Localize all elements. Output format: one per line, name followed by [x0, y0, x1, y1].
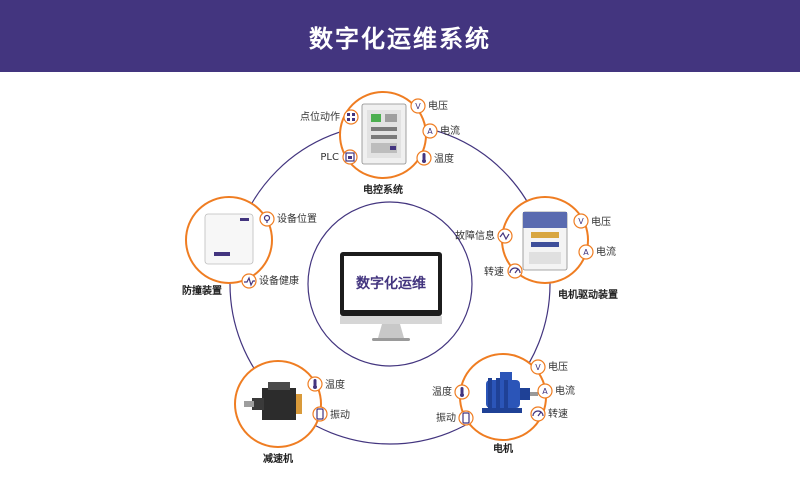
point-action-icon: [343, 109, 359, 125]
control-tag-temperature: 温度: [434, 152, 454, 165]
reducer-node: [234, 360, 322, 448]
center-label: 数字化运维: [356, 275, 426, 292]
anti-tag-health: 设备健康: [259, 274, 299, 287]
temperature-icon: [454, 384, 470, 400]
drive-tag-voltage: 电压: [591, 215, 611, 228]
svg-text:A: A: [542, 387, 548, 396]
anti-collision-label: 防撞装置: [182, 284, 222, 297]
reducer-label: 减速机: [263, 452, 293, 465]
motor-label: 电机: [493, 442, 513, 455]
location-icon: [259, 211, 275, 227]
page-title: 数字化运维系统: [309, 24, 491, 53]
control-system-label: 电控系统: [363, 183, 403, 196]
vibration-icon: [458, 410, 474, 426]
svg-text:V: V: [535, 363, 541, 372]
motor-drive-node: [501, 196, 589, 284]
motor-tag-current: 电流: [555, 384, 575, 397]
reducer-tag-vibration: 振动: [330, 408, 350, 421]
svg-text:A: A: [427, 127, 433, 136]
motor-node: [459, 353, 547, 441]
motor-drive-label: 电机驱动装置: [558, 288, 618, 301]
drive-tag-speed: 转速: [484, 265, 504, 278]
control-tag-point-action: 点位动作: [300, 110, 340, 123]
svg-text:A: A: [583, 248, 589, 257]
voltage-icon: V: [410, 98, 426, 114]
plc-icon: [342, 149, 358, 165]
control-tag-current: 电流: [440, 124, 460, 137]
fault-info-icon: [497, 228, 513, 244]
speed-icon: [507, 263, 523, 279]
temperature-icon: [416, 150, 432, 166]
motor-tag-temperature: 温度: [432, 385, 452, 398]
speed-icon: [530, 406, 546, 422]
control-tag-voltage: 电压: [428, 99, 448, 112]
drive-tag-current: 电流: [596, 245, 616, 258]
svg-text:V: V: [578, 217, 584, 226]
reducer-tag-temperature: 温度: [325, 378, 345, 391]
monitor-illustration: [340, 252, 442, 341]
control-system-node: [339, 91, 427, 179]
voltage-icon: V: [530, 359, 546, 375]
vibration-icon: [312, 406, 328, 422]
motor-tag-vibration: 振动: [436, 411, 456, 424]
temperature-icon: [307, 376, 323, 392]
anti-tag-location: 设备位置: [277, 212, 317, 225]
motor-tag-speed: 转速: [548, 407, 568, 420]
header-bar: 数字化运维系统: [0, 0, 800, 72]
voltage-icon: V: [573, 213, 589, 229]
current-icon: A: [537, 383, 553, 399]
svg-text:V: V: [415, 102, 421, 111]
anti-collision-node: [185, 196, 273, 284]
current-icon: A: [422, 123, 438, 139]
health-icon: [241, 273, 257, 289]
current-icon: A: [578, 244, 594, 260]
motor-tag-voltage: 电压: [548, 360, 568, 373]
control-tag-plc: PLC: [320, 152, 339, 163]
drive-tag-fault-info: 故障信息: [455, 229, 495, 242]
